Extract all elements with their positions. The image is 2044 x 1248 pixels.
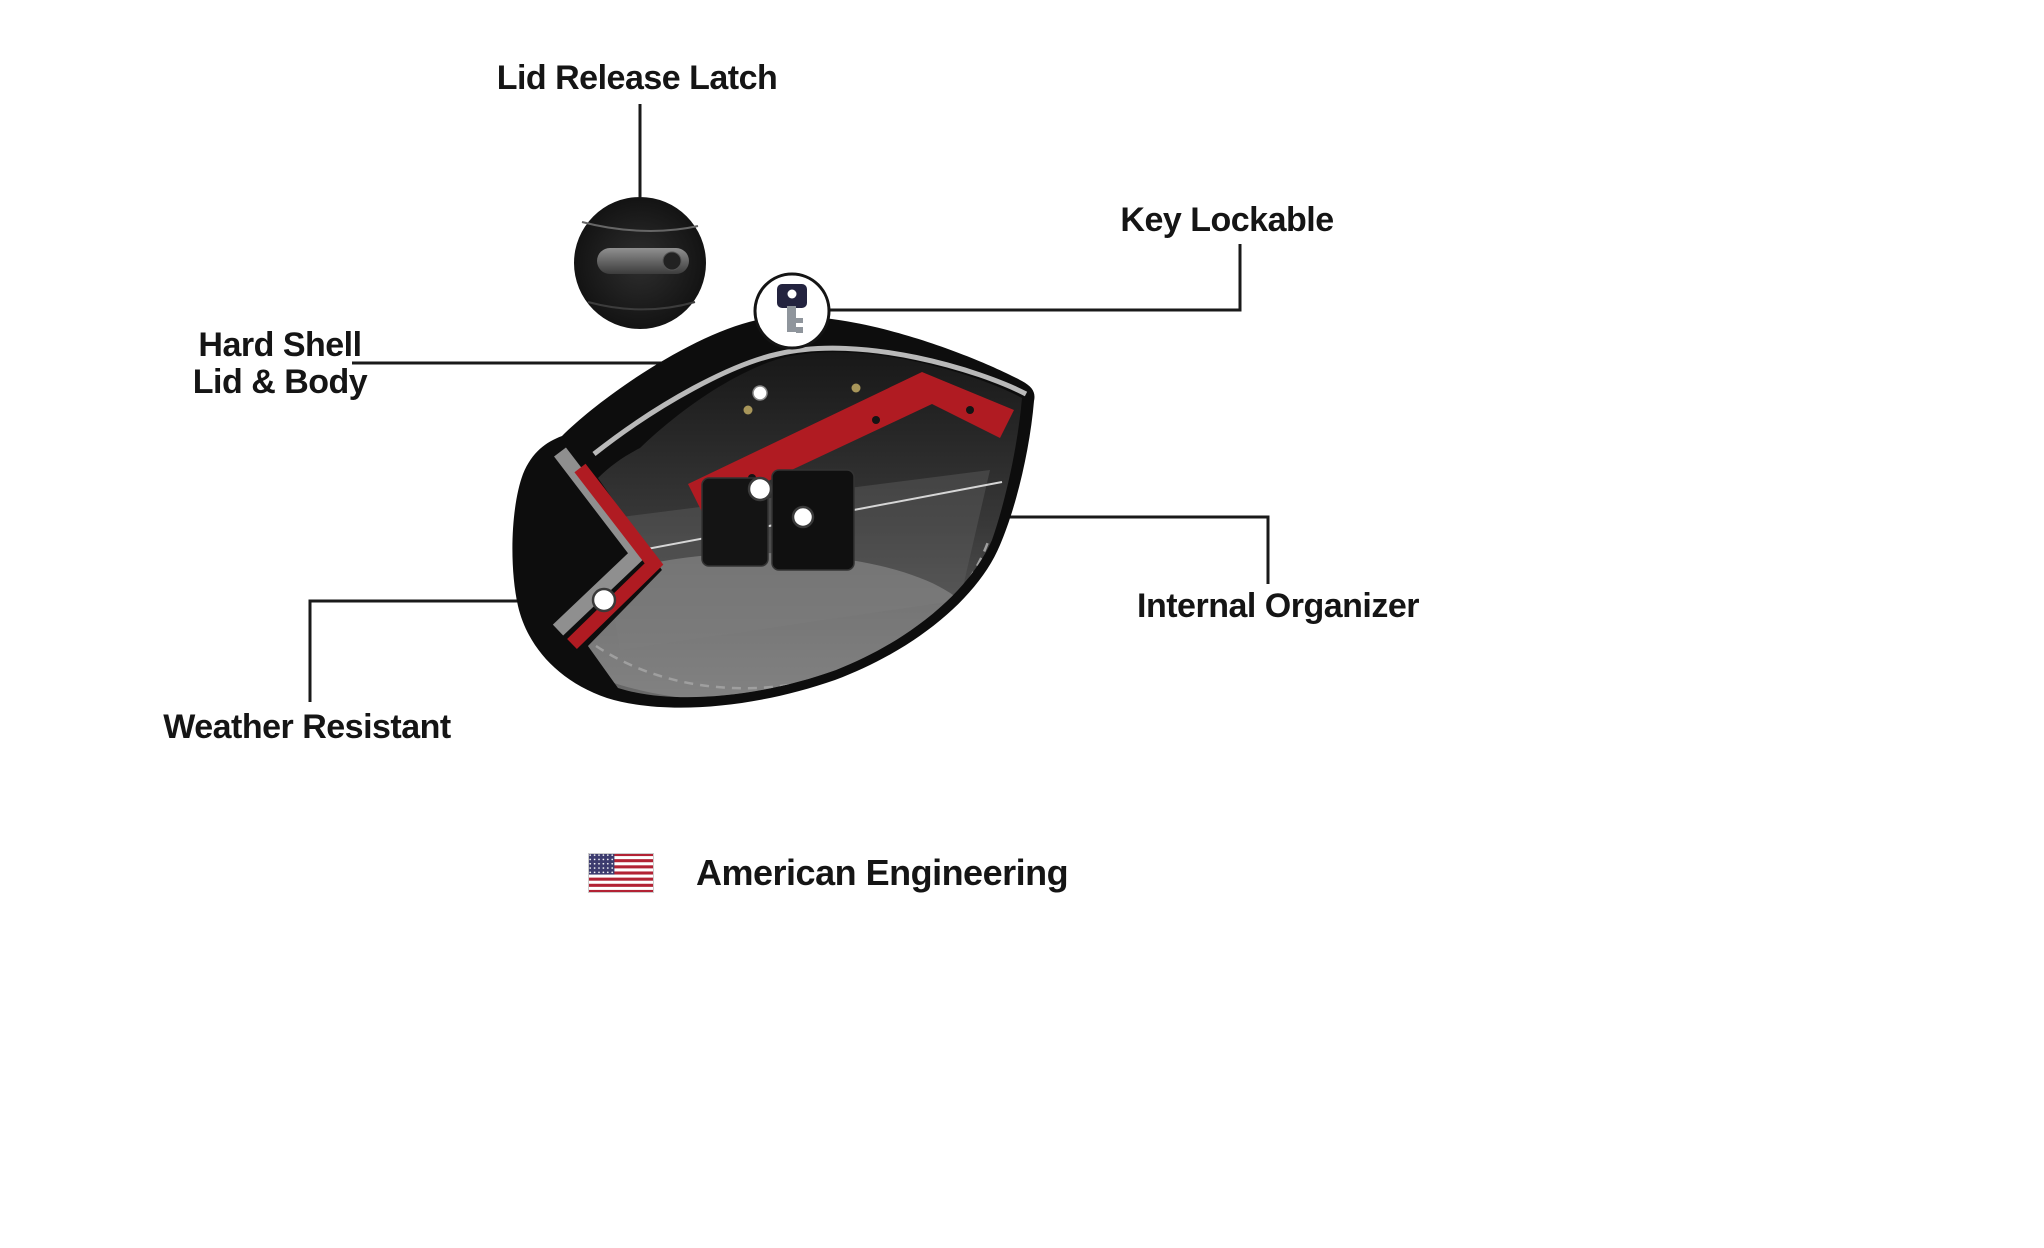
inset-seam-bottom bbox=[587, 301, 696, 311]
organizer-pocket-left bbox=[701, 477, 769, 567]
saddlebag-illustration bbox=[512, 316, 1035, 708]
callout-line-weather-resistant bbox=[308, 599, 594, 702]
us-flag-icon bbox=[588, 853, 654, 893]
callout-label-internal-organizer: Internal Organizer bbox=[1137, 587, 1419, 625]
lid-latch-inset bbox=[574, 197, 706, 329]
latch-pivot bbox=[662, 251, 682, 271]
callout-markers bbox=[591, 476, 815, 613]
hard-shell-line1: Hard Shell bbox=[198, 326, 362, 364]
callout-label-lid-release-latch: Lid Release Latch bbox=[496, 59, 778, 97]
inset-seam-top bbox=[581, 221, 699, 232]
american-engineering-label: American Engineering bbox=[696, 852, 1069, 893]
key-lock-badge bbox=[753, 272, 831, 350]
callout-marker-internal-organizer bbox=[791, 505, 815, 529]
callout-line-key-lockable bbox=[829, 244, 1242, 312]
red-chevron-band bbox=[688, 372, 1014, 512]
lid-trim-line bbox=[592, 345, 1028, 456]
footer-tagline: American Engineering bbox=[588, 852, 1069, 894]
callout-marker-weather-resistant bbox=[591, 587, 617, 613]
corner-stripe-red bbox=[567, 463, 664, 650]
interior-details bbox=[588, 372, 1014, 698]
callout-marker-hard-shell-top bbox=[752, 385, 768, 401]
callout-marker-hard-shell bbox=[747, 476, 773, 502]
callout-label-key-lockable: Key Lockable bbox=[1120, 201, 1334, 239]
key-icon bbox=[777, 284, 807, 333]
callout-label-hard-shell: Hard Shell Lid & Body bbox=[192, 326, 368, 401]
hard-shell-line2: Lid & Body bbox=[192, 362, 368, 401]
lid-rivets-gold bbox=[743, 383, 861, 415]
callout-label-weather-resistant: Weather Resistant bbox=[163, 708, 451, 746]
corner-stripes bbox=[552, 447, 664, 650]
organizer-pockets bbox=[701, 469, 855, 571]
